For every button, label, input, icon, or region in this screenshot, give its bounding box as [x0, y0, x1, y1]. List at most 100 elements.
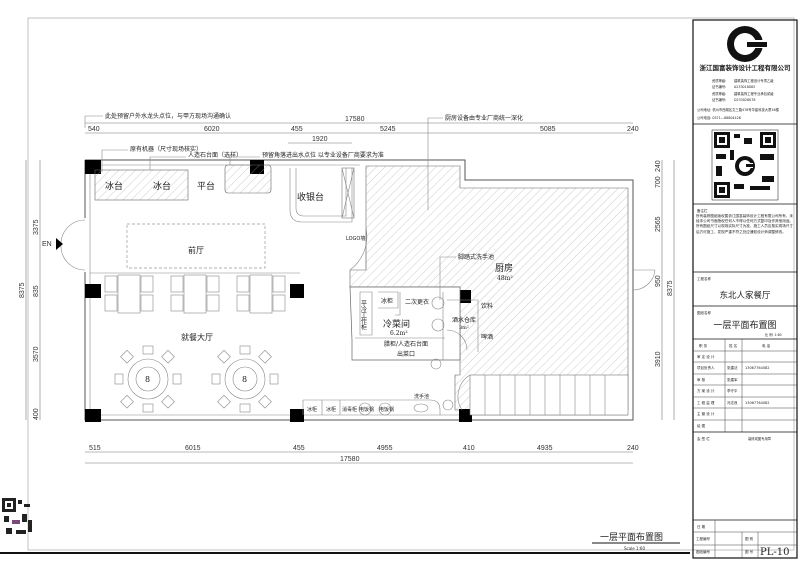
drawing-rooms-wash-label: 洗手池	[414, 393, 429, 400]
titleblock-sign_label-label: 会 签 栏	[697, 436, 710, 441]
titleblock-info-1-v-label: A233018083	[734, 85, 755, 89]
drawing-notes-foot_sink-label: 脚踏式洗手池	[458, 253, 494, 261]
drawing-rooms-dining-label: 就餐大厅	[181, 332, 213, 342]
drawing-dims_bottom-total-label: 17580	[340, 456, 360, 463]
top-dimensions: 17580 540 6020 455 5245 5085 240 1920	[85, 116, 639, 144]
plant-icon	[430, 358, 442, 370]
cashier-counter	[289, 168, 353, 223]
drawing-dims_top-d6-label: 240	[627, 126, 639, 133]
titleblock-date_label-label: 日 期	[697, 524, 706, 529]
columns	[85, 160, 472, 422]
drawing-dims_top-total-label: 17580	[345, 116, 365, 123]
drawing-dims_right-d2-label: 700	[655, 176, 662, 188]
drawing-rooms-wine_area-label: 3m²	[459, 325, 469, 331]
drawing-rooms-serving-label: 出菜口	[397, 350, 415, 358]
company-qr-code	[711, 129, 779, 201]
drawing-dims_bottom-d5-label: 410	[463, 445, 475, 452]
drawing-notes-logo_wall-label: LOGO墙	[346, 235, 365, 242]
drawing-rooms-cashier-label: 收银台	[297, 191, 324, 203]
drawing-dims_left-total-label: 8375	[19, 282, 26, 298]
titleblock-info-2-k-label: 资质等级:	[712, 91, 726, 96]
round-table-1	[114, 345, 182, 413]
titleblock-table_head-1-label: 姓 名	[729, 343, 737, 348]
titleblock-rows-2-0-label: 审 核	[697, 377, 706, 382]
drawing-rooms-changing-label: 二次更衣	[405, 298, 429, 306]
drawing-rooms-stone_top-label: 腊柜/人造石台面	[384, 340, 428, 348]
drawing-dims_left-d1-label: 3375	[33, 219, 40, 235]
drawing-dims_bottom-d1-label: 515	[89, 445, 101, 452]
room-labels: 冰台 冰台 平台 收银台 前厅 就餐大厅 8 8 厨房 48m² 平冷工作柜 冰…	[105, 180, 513, 413]
drawing-dims_bottom-d4-label: 4955	[377, 445, 393, 452]
entry-label: EN	[42, 241, 52, 248]
drawing-dims_bottom-d6-label: 4935	[537, 445, 553, 452]
remark-text: 所有装修图纸版权属浙江国富装饰设计工程有限公司所有，未经本公司书面授权任何人不得…	[696, 214, 794, 234]
drawing-rooms-drinks-label: 饮料	[481, 302, 493, 310]
drawing-dims_left-d3-label: 3570	[33, 346, 40, 362]
title-block: 浙江国富装饰设计工程有限公司 资质等级:建筑装饰工程设计专项乙级 证书编号:A2…	[692, 19, 798, 559]
titleblock-info-3-v-label: D233028078	[734, 98, 755, 102]
drawing-rooms-platform-label: 平台	[197, 180, 215, 192]
drawing-dims_top-d5-label: 5085	[540, 126, 556, 133]
drawing-dims_top-d1-label: 540	[88, 126, 100, 133]
lobby-zone	[126, 223, 266, 269]
plant-icon	[442, 399, 454, 411]
sheet-number: PL-10	[760, 547, 789, 558]
wash-basin	[413, 403, 429, 413]
entry-door	[60, 219, 86, 271]
drawing-rooms-ice1-label: 冰台	[105, 180, 123, 192]
titleblock-info-2-v-label: 建筑装饰工程专业承包贰级	[734, 91, 774, 96]
stone-counter	[224, 164, 272, 194]
left-dimensions: 3375 835 3570 400 8375	[19, 160, 41, 420]
titleblock-stamp-label: 装修成图专用章	[748, 436, 772, 441]
drawing-rooms-table2-label: 8	[242, 375, 247, 384]
titleblock-remark_label-label: 备注栏	[697, 208, 708, 213]
drawing-dims_top-d4-label: 5245	[380, 126, 396, 133]
titleblock-address-label: 公司地址: 杭州市西湖区文三路478号华星科技大厦16楼	[697, 107, 780, 112]
titleblock-rows-3-1-label: 李守平	[727, 388, 738, 393]
titleblock-rows-3-0-label: 方 案 设 计	[697, 388, 715, 393]
titleblock-info-3-k-label: 证书编号:	[712, 97, 726, 102]
drawing-dims_right-d1-label: 240	[655, 160, 662, 172]
drawing-dims_right-d3-label: 2565	[655, 216, 662, 232]
titleblock-rows-5-0-label: 主 管 设 计	[697, 411, 715, 416]
drawing-rooms-cold_work-label: 平冷工作柜	[360, 300, 367, 331]
staircase	[457, 374, 629, 416]
annotations: 此处预留户外水龙头点位，与甲方现场沟通确认 厨房设备由专业厂商统一深化 原有机器…	[105, 112, 523, 261]
drawing-dims_top-d3-label: 455	[291, 126, 303, 133]
titleblock-rows-1-0-label: 项目负责人	[697, 365, 715, 370]
titleblock-info-0-k-label: 资质等级:	[712, 78, 726, 83]
drawing-rooms-sterilizer-label: 消毒柜	[342, 406, 357, 413]
drawing-rooms-bottom_freezer2-label: 冰柜	[326, 406, 336, 413]
titleblock-phone-label: 公司电话: 0571—88804426	[697, 115, 741, 120]
project-name: 东北人家餐厅	[719, 290, 771, 301]
titleblock-drawing_no-label: 图纸编号	[696, 549, 710, 554]
drawing-notes-existing_machine-label: 原有机器（尺寸现场核实）	[130, 145, 202, 153]
entry-arrow-icon	[56, 238, 63, 250]
drawing-notes-stone_counter-label: 人造石台面（选样）	[188, 151, 242, 159]
titleblock-drawing_label-label: 图纸名称	[697, 310, 711, 315]
titleblock-project_label-label: 工程名称	[697, 276, 711, 281]
drawing-dims_right-d5-label: 3910	[655, 351, 662, 367]
titleblock-sheet_label-label: 图 号	[745, 549, 754, 554]
titleblock-rows-1-2-label: 13067764082	[745, 366, 770, 370]
titleblock-type_label-label: 图 别	[745, 536, 754, 541]
drawing-title: 一层平面布置图	[600, 531, 663, 543]
drawing-rooms-kitchen_area-label: 48m²	[497, 275, 513, 282]
drawing-rooms-kitchen-label: 厨房	[495, 262, 513, 274]
right-dimensions: 240 700 2565 950 3910 8375	[655, 160, 675, 420]
drawing-scale: Scale 1:60	[624, 546, 645, 551]
ice-counter	[94, 169, 189, 201]
titleblock-rows-0-0-label: 审 定 设 计	[697, 354, 715, 359]
company-name: 浙江国富装饰设计工程有限公司	[700, 63, 791, 72]
drawing-rooms-bottom_freezer1-label: 冰柜	[307, 406, 317, 413]
drawing-rooms-cold_room_area-label: 6.2m²	[390, 330, 408, 337]
drawing-dims_top-d7-label: 1920	[312, 136, 328, 143]
drawing-dims_left-d4-label: 400	[33, 408, 40, 420]
drawing-notes-corner_water-label: 预留角落进出水点位 以专业设备厂商要求为准	[262, 151, 384, 159]
round-table-2	[211, 345, 279, 413]
drawing-rooms-ice2-label: 冰台	[153, 180, 171, 192]
drawing-name: 一层平面布置图	[713, 319, 776, 331]
